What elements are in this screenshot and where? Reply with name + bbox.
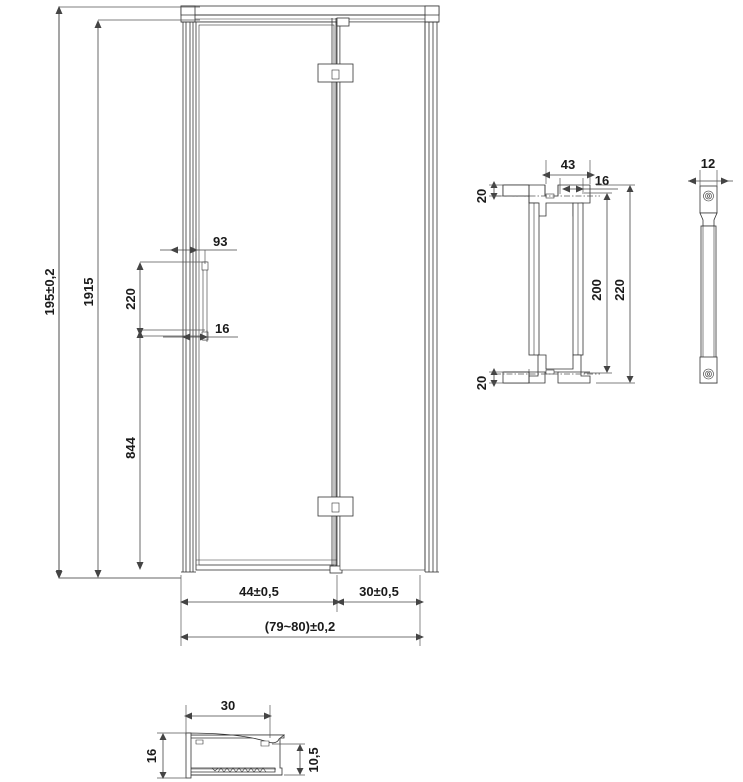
dim-label-profile-105: 10,5 [306,747,321,772]
dim-handle-total-220: 220 [596,184,635,384]
left-wall-profile [181,22,196,573]
dim-label-1915: 1915 [81,278,96,307]
handle-front-view: 43 16 20 [474,157,635,390]
door-handle-elevation[interactable] [201,261,209,341]
dim-handle-grip-200: 200 [584,192,612,374]
top-hinge-clip [336,17,350,27]
dim-overall-width: (79~80)±0,2 [180,612,424,646]
fixed-panel [339,21,426,571]
dim-handle-length-220: 220 [123,261,205,337]
dim-handle-offset-93: 93 [160,234,237,264]
handle-side-view: 12 [688,156,733,384]
dim-handle-endcap-top-20: 20 [474,181,504,203]
dim-label-200: 200 [589,279,604,301]
handle-left-bar [528,202,540,356]
profile-notch [211,767,219,772]
dim-label-220-handle: 220 [123,288,138,310]
dim-label-844: 844 [123,436,138,458]
dim-profile-width-30: 30 [184,698,272,738]
dim-label-overall-width: (79~80)±0,2 [265,619,335,634]
dim-label-16-post: 16 [595,173,609,188]
profile-barb-right [260,740,270,747]
top-rail [180,5,440,23]
door-leaf-panel [195,21,338,571]
dim-label-16-standoff: 16 [215,321,229,336]
dim-label-43: 43 [561,157,575,172]
lower-hinge-bracket[interactable] [317,496,354,517]
upper-hinge-bracket[interactable] [317,63,354,83]
dim-label-44: 44±0,5 [239,584,279,599]
profile-barb-left [195,739,204,745]
profile-serration [217,767,267,773]
dim-handle-post-16: 16 [559,173,618,194]
dim-label-93: 93 [213,234,227,249]
dim-panel-height-1915: 1915 [81,19,200,578]
front-elevation-view: 195±0,2 1915 220 [42,5,440,646]
dim-handle-width-43: 43 [542,157,595,184]
dim-label-profile-16: 16 [144,749,159,763]
dim-door-width-44: 44±0,5 [180,575,341,612]
handle-side-top-taper [699,212,718,227]
dim-handle-endcap-bottom-20: 20 [474,368,504,390]
dim-label-profile-30: 30 [221,698,235,713]
dim-label-20-bottom: 20 [474,376,489,390]
right-wall-profile [424,22,439,573]
dim-fixed-panel-width-30: 30±0,5 [336,575,424,612]
dim-overall-height-195: 195±0,2 [42,6,200,579]
dim-label-20-top: 20 [474,189,489,203]
dim-label-220-total: 220 [612,279,627,301]
handle-bottom-endcap [502,354,591,384]
dim-profile-height-16: 16 [144,732,188,779]
dim-label-12: 12 [701,156,715,171]
dim-label-30: 30±0,5 [359,584,399,599]
dim-profile-inner-105: 10,5 [272,743,321,776]
profile-cross-section-view: 30 16 10,5 [144,698,321,779]
dim-handle-standoff-16: 16 [163,321,238,342]
dim-handle-height-844: 844 [123,329,205,570]
handle-right-bar [572,202,584,356]
dim-handle-thickness-12: 12 [688,156,733,188]
dim-label-195: 195±0,2 [42,269,57,316]
